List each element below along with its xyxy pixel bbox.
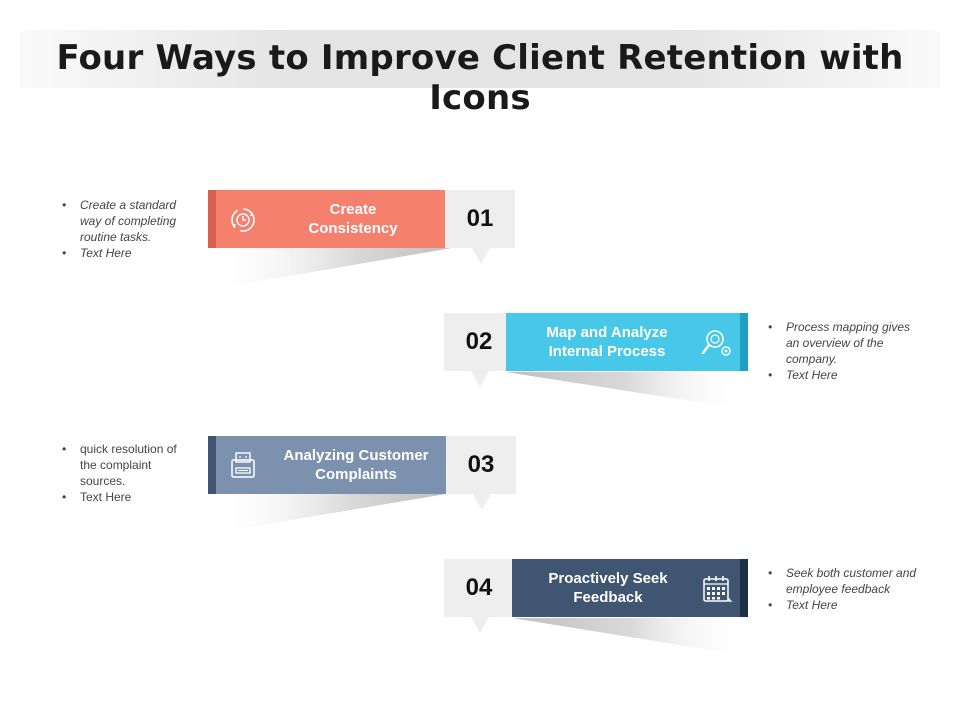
- step-3-card-edge: [208, 436, 216, 494]
- step-3-number: 03: [446, 436, 516, 510]
- step-2-note-1: Process mapping gives an overview of the…: [766, 319, 916, 367]
- complaint-printer-icon: [231, 452, 255, 478]
- shadow-step-4: [512, 618, 748, 656]
- step-3-note-1: quick resolution of the complaint source…: [60, 441, 190, 489]
- step-1-number: 01: [445, 190, 515, 264]
- page-title: Four Ways to Improve Client Retention wi…: [56, 38, 904, 118]
- step-1-card: Create Consistency: [208, 190, 453, 248]
- step-4-number: 04: [444, 559, 514, 633]
- step-4-note-1: Seek both customer and employee feedback: [766, 565, 941, 597]
- shadow-step-3: [208, 494, 446, 534]
- step-4-notes: Seek both customer and employee feedback…: [766, 565, 941, 613]
- title-band: [20, 30, 940, 88]
- shadow-step-2: [506, 372, 748, 410]
- step-1-note-1: Create a standard way of completing rout…: [60, 197, 200, 245]
- step-2-notes: Process mapping gives an overview of the…: [766, 319, 916, 383]
- calendar-icon: [703, 576, 733, 602]
- step-4-note-2: Text Here: [766, 597, 941, 613]
- step-2-card-edge: [740, 313, 748, 371]
- step-4-card: Proactively Seek Feedback: [512, 559, 748, 617]
- shadow-step-1: [208, 248, 452, 290]
- step-1-label: Create Consistency: [308, 201, 398, 237]
- step-3-label: Analyzing Customer Complaints: [283, 447, 429, 483]
- step-3-card: Analyzing Customer Complaints: [208, 436, 446, 494]
- step-4-card-edge: [740, 559, 748, 617]
- step-1-card-edge: [208, 190, 216, 248]
- step-3-note-2: Text Here: [60, 489, 190, 505]
- step-1-note-2: Text Here: [60, 245, 200, 261]
- refresh-cycle-icon: [231, 208, 255, 232]
- step-2-number: 02: [444, 313, 514, 387]
- step-2-label: Map and Analyze Internal Process: [546, 324, 668, 360]
- step-4-label: Proactively Seek Feedback: [548, 570, 668, 606]
- step-2-note-2: Text Here: [766, 367, 916, 383]
- step-2-card: Map and Analyze Internal Process: [506, 313, 748, 371]
- step-1-notes: Create a standard way of completing rout…: [60, 197, 200, 261]
- step-3-notes: quick resolution of the complaint source…: [60, 441, 190, 505]
- magnifier-gear-icon: [701, 330, 731, 356]
